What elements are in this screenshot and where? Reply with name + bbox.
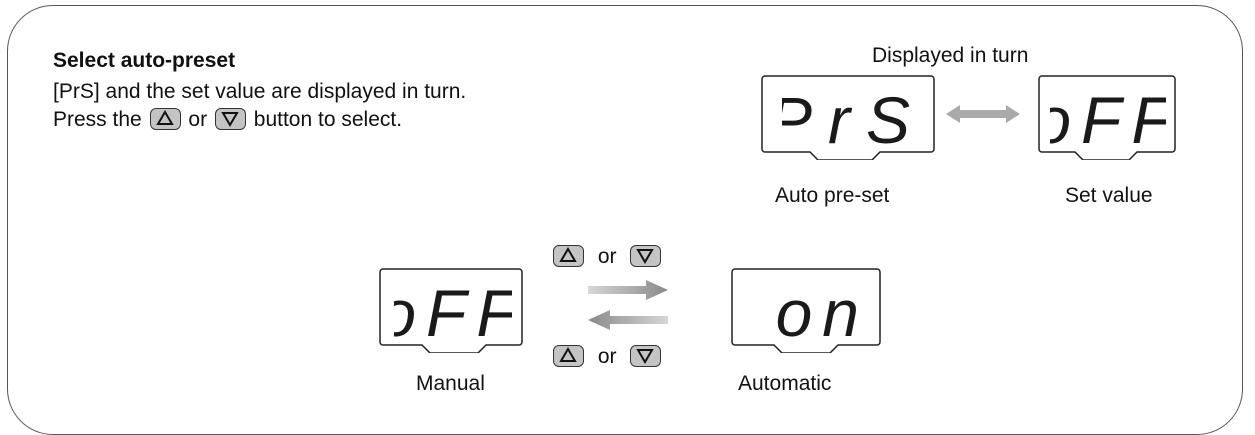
alternate-double-arrow-icon	[946, 105, 1020, 123]
automatic-segment-readout: on	[776, 279, 869, 341]
displayed-in-turn-heading: Displayed in turn	[872, 44, 1029, 67]
down-triangle-icon	[221, 112, 239, 127]
instruction-or-text: or	[188, 108, 208, 131]
automatic-display	[731, 268, 881, 353]
section-title: Select auto-preset	[53, 49, 236, 72]
down-button-top[interactable]	[630, 245, 662, 267]
instruction-line-1: [PrS] and the set value are displayed in…	[53, 80, 467, 103]
instruction-select-text: button to select.	[253, 108, 403, 131]
up-button-top[interactable]	[553, 245, 584, 267]
manual-display	[379, 268, 523, 353]
automatic-caption: Automatic	[738, 372, 832, 395]
manual-caption: Manual	[416, 372, 485, 395]
down-triangle-icon	[636, 349, 655, 364]
top-or-text: or	[597, 245, 617, 268]
off-segment-readout-top: oFF	[1050, 86, 1166, 148]
down-button[interactable]	[214, 108, 246, 130]
top-key-row: or	[551, 245, 663, 269]
prs-segment-text: PrS	[782, 86, 912, 148]
instruction-line-2: Press the or button to select.	[53, 108, 402, 132]
prs-segment-readout: PrS	[782, 86, 912, 148]
instruction-press-text: Press the	[53, 108, 142, 131]
bottom-key-row: or	[551, 345, 663, 369]
right-arrow-icon	[588, 280, 668, 300]
off-segment-text-top: oFF	[1050, 86, 1166, 148]
up-triangle-icon	[559, 347, 577, 362]
down-button-bottom[interactable]	[630, 345, 662, 367]
bottom-or-text: or	[597, 345, 617, 368]
auto-preset-caption: Auto pre-set	[775, 184, 890, 207]
left-arrow-icon	[588, 310, 668, 330]
up-button-bottom[interactable]	[553, 345, 584, 367]
manual-segment-readout: oFF	[394, 279, 512, 341]
up-triangle-icon	[559, 247, 577, 262]
auto-preset-display	[761, 75, 935, 160]
up-button[interactable]	[149, 108, 181, 130]
set-value-display	[1038, 75, 1176, 160]
up-triangle-icon	[155, 110, 174, 125]
set-value-caption: Set value	[1065, 184, 1153, 207]
down-triangle-icon	[636, 249, 655, 264]
manual-off-segment-text: oFF	[394, 279, 512, 341]
automatic-on-segment-text: on	[776, 279, 869, 341]
